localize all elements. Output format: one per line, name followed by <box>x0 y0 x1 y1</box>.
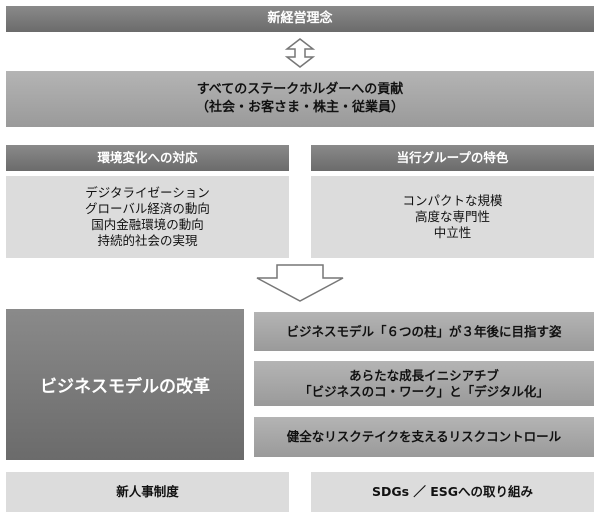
initiative-item-3: 健全なリスクテイクを支えるリスクコントロール <box>254 417 594 457</box>
features-header-label: 当行グループの特色 <box>396 150 509 165</box>
list-item: 高度な専門性 <box>414 209 490 224</box>
list-item: グローバル経済の動向 <box>85 201 210 216</box>
initiative-2-line1: あらたな成長イニシアチブ <box>349 367 499 383</box>
list-item: コンパクトな規模 <box>402 193 503 208</box>
contribution-line1: すべてのステークホルダーへの貢献 <box>196 82 404 97</box>
features-list: コンパクトな規模 高度な専門性 中立性 <box>311 176 594 258</box>
list-item: デジタライゼーション <box>85 185 210 200</box>
philosophy-box: 新経営理念 <box>6 6 594 32</box>
initiative-2-line2: 「ビジネスのコ・ワーク」と「デジタル化」 <box>299 383 549 399</box>
contribution-box: すべてのステークホルダーへの貢献 （社会・お客さま・株主・従業員） <box>6 71 594 127</box>
initiative-item-2: あらたな成長イニシアチブ 「ビジネスのコ・ワーク」と「デジタル化」 <box>254 361 594 406</box>
down-arrow-icon <box>256 264 344 302</box>
hr-system-label: 新人事制度 <box>116 484 179 499</box>
hr-system-box: 新人事制度 <box>6 472 289 512</box>
environment-header-label: 環境変化への対応 <box>97 150 198 165</box>
initiative-item-1: ビジネスモデル「６つの柱」が３年後に目指す姿 <box>254 312 594 351</box>
sdgs-esg-label: SDGs ／ ESGへの取り組み <box>371 484 534 499</box>
contribution-line2: （社会・お客さま・株主・従業員） <box>195 100 404 115</box>
list-item: 国内金融環境の動向 <box>91 217 204 232</box>
reform-box: ビジネスモデルの改革 <box>6 309 244 460</box>
list-item: 中立性 <box>433 225 472 240</box>
features-header: 当行グループの特色 <box>311 145 594 171</box>
double-arrow-icon <box>284 38 316 68</box>
environment-header: 環境変化への対応 <box>6 145 289 171</box>
list-item: 持続的社会の実現 <box>97 233 198 248</box>
philosophy-label: 新経営理念 <box>267 11 333 26</box>
environment-list: デジタライゼーション グローバル経済の動向 国内金融環境の動向 持続的社会の実現 <box>6 176 289 258</box>
initiative-3-label: 健全なリスクテイクを支えるリスクコントロール <box>286 429 562 444</box>
initiative-1-label: ビジネスモデル「６つの柱」が３年後に目指す姿 <box>286 323 562 339</box>
reform-title: ビジネスモデルの改革 <box>40 377 210 397</box>
sdgs-esg-box: SDGs ／ ESGへの取り組み <box>311 472 594 512</box>
